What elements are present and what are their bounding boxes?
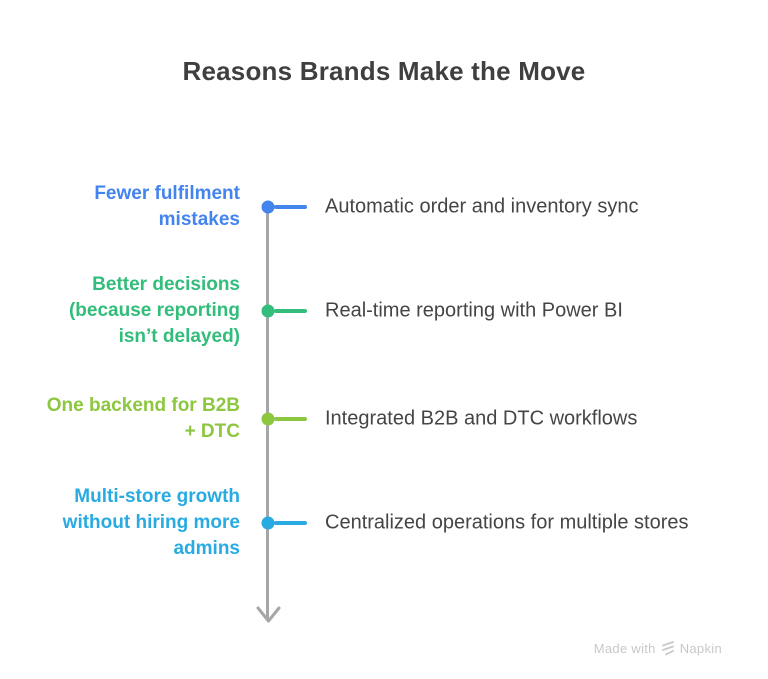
made-with-napkin-watermark: Made with Napkin xyxy=(594,640,722,656)
timeline-node-dot xyxy=(261,200,275,214)
item-label: Better decisions (because reporting isn’… xyxy=(68,274,240,347)
timeline-node-dot xyxy=(261,516,275,530)
node-connector xyxy=(274,521,307,525)
arrow-down-chevron xyxy=(256,606,281,623)
napkin-logo-icon xyxy=(661,641,674,656)
node-connector xyxy=(274,417,307,421)
page-title: Reasons Brands Make the Move xyxy=(182,56,586,86)
watermark-prefix: Made with xyxy=(593,640,656,656)
item-description: Real-time reporting with Power BI xyxy=(325,299,623,322)
item-description: Centralized operations for multiple stor… xyxy=(325,511,689,534)
item-label: Multi-store growth without hiring more a… xyxy=(62,486,240,559)
watermark-brand: Napkin xyxy=(679,640,722,656)
timeline-node-dot xyxy=(261,412,275,426)
node-connector xyxy=(274,205,307,209)
item-label: One backend for B2B + DTC xyxy=(46,395,240,442)
item-description: Automatic order and inventory sync xyxy=(325,195,639,218)
item-label: Fewer fulfilment mistakes xyxy=(94,183,240,230)
arrow-down-icon xyxy=(256,606,281,623)
timeline-node-dot xyxy=(261,304,275,318)
item-description: Integrated B2B and DTC workflows xyxy=(325,407,638,430)
node-connector xyxy=(274,309,307,313)
